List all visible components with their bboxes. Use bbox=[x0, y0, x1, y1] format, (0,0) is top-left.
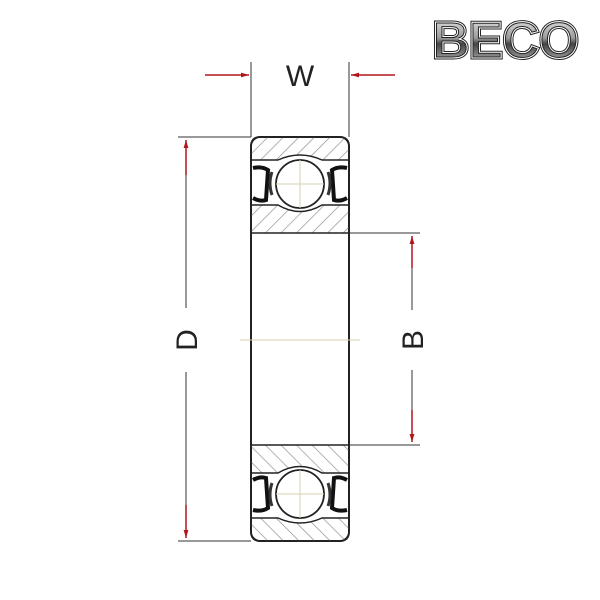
outer-diameter-dimension: D bbox=[171, 136, 251, 542]
beco-logo: BECO BECO bbox=[431, 11, 581, 72]
bore-label: B bbox=[397, 330, 430, 350]
logo-text: BECO bbox=[432, 12, 578, 70]
outer-diameter-label: D bbox=[171, 329, 204, 351]
width-label: W bbox=[286, 60, 315, 93]
bore-dimension: B bbox=[349, 232, 430, 446]
bottom-cross-section bbox=[250, 444, 350, 542]
logo-highlight: BECO bbox=[432, 12, 578, 70]
bearing-section bbox=[240, 136, 360, 542]
top-cross-section bbox=[250, 136, 350, 234]
width-dimension: W bbox=[205, 60, 395, 137]
